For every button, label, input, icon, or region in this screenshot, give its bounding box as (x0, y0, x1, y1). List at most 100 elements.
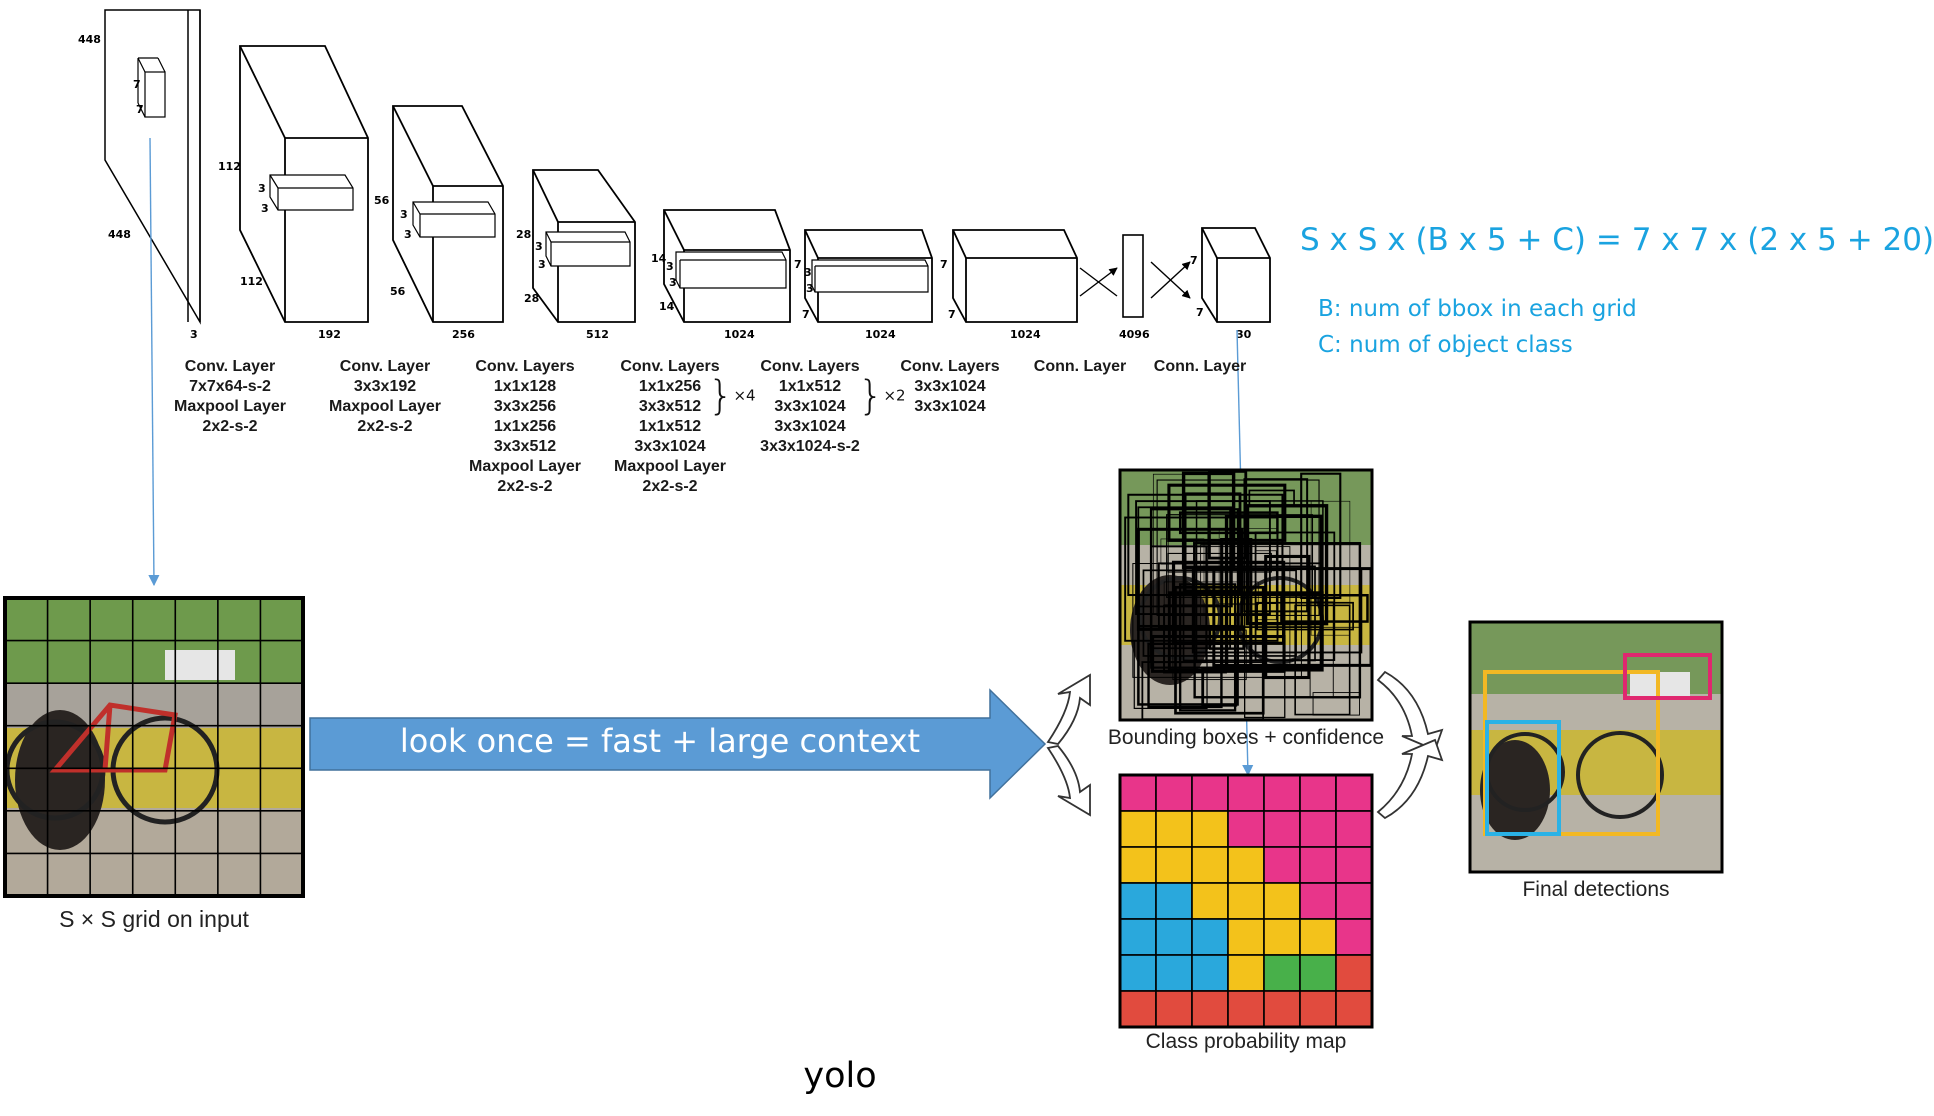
block2-c-label: 256 (452, 328, 475, 341)
output-h-label: 7 (1190, 254, 1198, 267)
layer-label-2: Conv. Layer 3x3x192 Maxpool Layer 2x2-s-… (328, 358, 442, 435)
detection-dog-box (1485, 720, 1561, 836)
candidate-box (1141, 661, 1265, 721)
class-probability-map (1118, 773, 1374, 1029)
class-cell-pink (1335, 810, 1373, 848)
candidate-box (1264, 554, 1311, 680)
conv-block-3: 28 28 512 3 3 (516, 169, 636, 341)
candidate-box (1212, 567, 1373, 667)
class-cell-blue (1191, 954, 1229, 992)
block3-kh-label: 3 (535, 240, 543, 253)
block1-c-label: 192 (318, 328, 341, 341)
block1-h-label: 112 (218, 160, 241, 173)
class-cell-yellow (1155, 810, 1193, 848)
fc-size-label: 4096 (1119, 328, 1150, 341)
candidate-box (1167, 538, 1205, 615)
candidate-box (1167, 552, 1272, 573)
detection-car-box (1623, 653, 1712, 700)
class-cell-pink (1263, 774, 1301, 812)
class-cell-blue (1155, 882, 1193, 920)
layer-label-6: Conv. Layers 3x3x1024 3x3x1024 (900, 358, 1000, 415)
block4-h-label: 14 (651, 252, 667, 265)
block5-c-label: 1024 (865, 328, 896, 341)
candidate-box (1245, 504, 1329, 626)
candidate-box (1150, 545, 1208, 664)
block6-c-label: 1024 (1010, 328, 1041, 341)
candidate-box (1167, 591, 1324, 672)
candidate-box (1171, 560, 1286, 645)
candidate-box (1172, 629, 1247, 681)
candidate-box (1147, 642, 1223, 709)
block3-h-label: 28 (516, 228, 531, 241)
block5-kw-label: 3 (806, 282, 814, 295)
candidate-box (1312, 692, 1360, 716)
caption-class-map: Class probability map (1145, 1030, 1347, 1053)
block3-w-label: 28 (524, 292, 539, 305)
class-cell-red (1191, 990, 1229, 1028)
b-description: B: num of bbox in each grid (1318, 296, 1637, 322)
layer-label-3: Conv. Layers 1x1x128 3x3x256 1x1x256 3x3… (468, 358, 582, 495)
class-cell-pink (1263, 810, 1301, 848)
candidate-box (1208, 625, 1245, 650)
class-cell-pink (1155, 774, 1193, 812)
class-cell-pink (1335, 918, 1373, 956)
candidate-box (1243, 478, 1309, 613)
class-cell-pink (1227, 810, 1265, 848)
candidate-box (1248, 489, 1295, 507)
block6-h-label: 7 (940, 258, 948, 271)
candidate-box (1244, 593, 1286, 719)
class-cell-blue (1191, 918, 1229, 956)
block4-w-label: 14 (659, 300, 675, 313)
caption-grid: S × S grid on input (59, 906, 249, 932)
class-cell-red (1227, 990, 1265, 1028)
block4-c-label: 1024 (724, 328, 755, 341)
fc-connections: 4096 (1079, 234, 1191, 341)
candidate-box (1220, 537, 1253, 668)
input-width-label: 448 (108, 228, 131, 241)
block2-kh-label: 3 (400, 208, 408, 221)
candidate-box (1294, 604, 1351, 716)
candidate-box (1182, 565, 1316, 662)
class-cell-red (1263, 990, 1301, 1028)
conv-block-5: 7 7 1024 3 3 (794, 229, 933, 341)
class-cell-blue (1119, 954, 1157, 992)
block2-h-label: 56 (374, 194, 390, 207)
conv-block-1: 112 112 192 3 3 (218, 45, 369, 341)
output-tensor-formula: S x S x (B x 5 + C) = 7 x 7 x (2 x 5 + 2… (1300, 222, 1934, 258)
conv-block-6: 7 7 1024 (940, 229, 1078, 341)
candidate-box (1178, 511, 1279, 535)
class-cell-yellow (1191, 810, 1229, 848)
input-height-label: 448 (78, 33, 101, 46)
candidate-box (1195, 500, 1324, 661)
candidate-box (1124, 516, 1279, 642)
class-cell-green (1299, 954, 1337, 992)
layer-label-7: Conn. Layer (1033, 358, 1127, 375)
pointer-output-to-maps (1236, 329, 1254, 777)
repeat-brace-x2: }×2 (858, 373, 906, 419)
candidate-box (1151, 634, 1286, 673)
block2-kw-label: 3 (404, 228, 412, 241)
candidate-box (1208, 469, 1248, 560)
candidate-box (1156, 479, 1320, 616)
candidate-box (1254, 531, 1336, 661)
layer-label-1: Conv. Layer 7x7x64-s-2 Maxpool Layer 2x2… (173, 358, 287, 435)
candidate-box (1142, 569, 1297, 657)
class-cell-yellow (1227, 918, 1265, 956)
candidate-box (1137, 506, 1233, 608)
block5-h-label: 7 (794, 258, 802, 271)
candidate-box (1200, 544, 1360, 628)
candidate-box (1157, 562, 1324, 628)
c-description: C: num of object class (1318, 332, 1573, 358)
input-layer: 448 448 3 7 7 (78, 9, 201, 341)
candidate-box (1127, 493, 1284, 597)
candidate-box (1191, 568, 1363, 654)
output-w-label: 7 (1196, 306, 1204, 319)
candidate-box (1149, 507, 1232, 650)
class-cell-blue (1119, 918, 1157, 956)
class-cell-pink (1191, 774, 1229, 812)
bbox-image (1118, 468, 1374, 722)
candidate-box (1136, 527, 1244, 631)
class-cell-yellow (1119, 846, 1157, 884)
input-kernel-h-label: 7 (133, 78, 141, 91)
class-cell-pink (1299, 774, 1337, 812)
